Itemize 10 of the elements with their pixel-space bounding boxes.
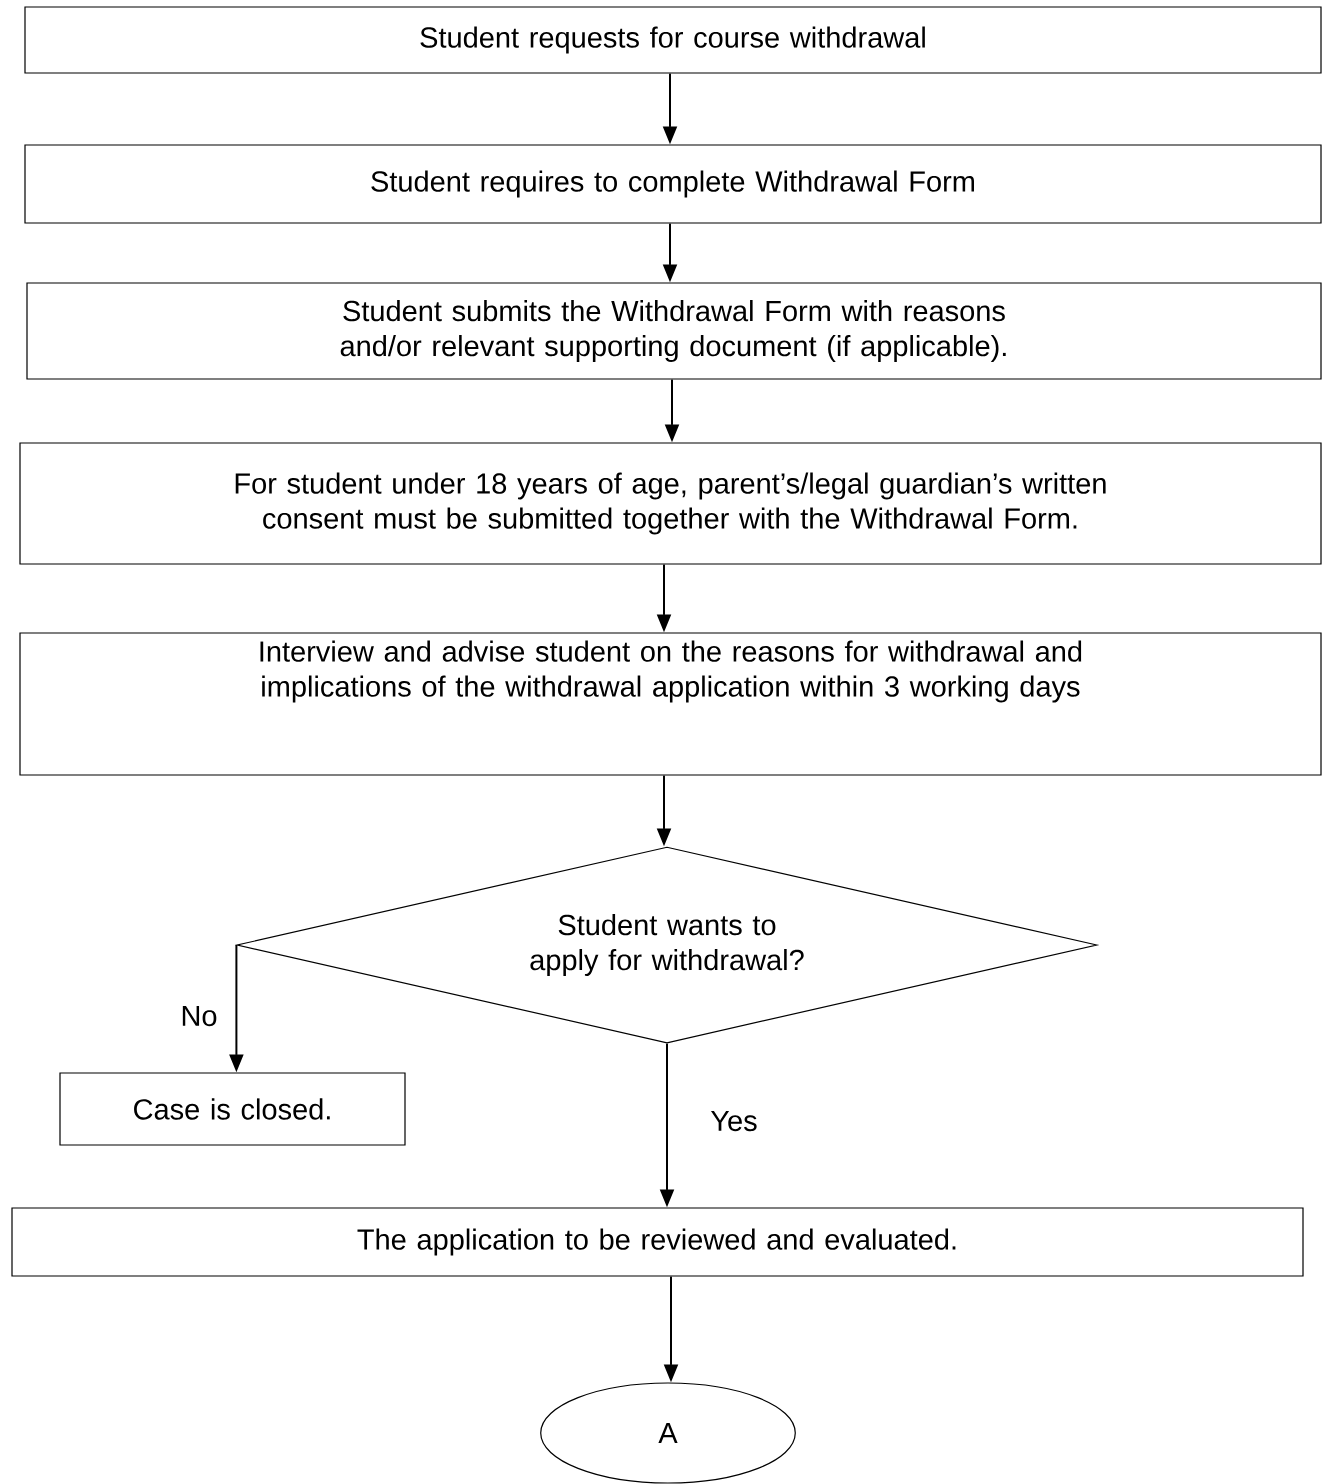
edge-label: Yes (708, 1108, 760, 1134)
process-box: Student submits the Withdrawal Form with reasons and/or relevant supporting document (if applicable). (26, 282, 1322, 380)
process-box: Interview and advise student on the reasons for withdrawal and implications of the withdrawal application within 3 working days (19, 632, 1322, 776)
process-box: Student requests for course withdrawal (24, 6, 1322, 74)
connector-oval: A (540, 1382, 796, 1484)
edge-label: No (178, 1003, 220, 1029)
process-box: For student under 18 years of age, parent’s/legal guardian’s written consent must be submitted together with the Withdrawal Form. (19, 442, 1322, 565)
process-box: The application to be reviewed and evaluated. (11, 1207, 1304, 1277)
process-box: Student requires to complete Withdrawal Form (24, 144, 1322, 224)
process-box: Case is closed. (59, 1072, 406, 1146)
